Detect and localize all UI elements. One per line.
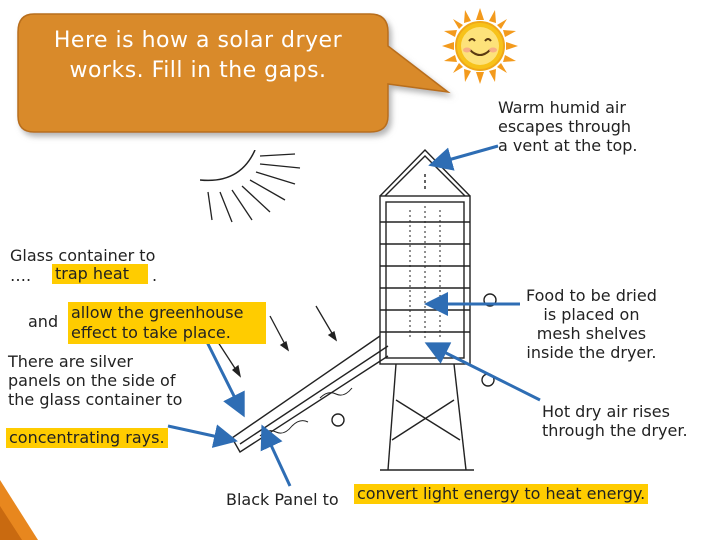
silver-answer-concentrating-rays: concentrating rays. — [6, 428, 168, 448]
label-black-panel: Black Panel to — [226, 490, 339, 509]
label-silver-panels: There are silver panels on the side of t… — [8, 352, 182, 409]
bubble-line-1: Here is how a solar dryer — [53, 28, 343, 53]
corner-decoration-icon — [0, 480, 38, 540]
silver-line-2: panels on the side of — [8, 371, 176, 390]
hot-air-line-1: Hot dry air rises — [542, 402, 670, 421]
label-food-shelves: Food to be dried is placed on mesh shelv… — [526, 286, 657, 362]
glass-answer-greenhouse: allow the greenhouse effect to take plac… — [68, 302, 266, 344]
label-warm-humid-air: Warm humid air escapes through a vent at… — [498, 98, 638, 155]
bubble-text: Here is how a solar dryer works. Fill in… — [28, 26, 368, 86]
arrow-silver — [167, 424, 238, 448]
bubble-line-2: works. Fill in the gaps. — [69, 58, 327, 83]
glass-answer-trap-heat: trap heat — [52, 264, 148, 284]
label-glass-container: Glass container to — [10, 246, 156, 265]
food-line-3: mesh shelves — [536, 324, 647, 343]
food-line-2: is placed on — [543, 305, 640, 324]
warm-air-line-3: a vent at the top. — [498, 136, 638, 155]
smiling-sun-icon — [442, 8, 518, 84]
sketched-sun-icon — [200, 150, 301, 223]
greenhouse-line-1: allow the greenhouse — [71, 303, 244, 322]
food-line-4: inside the dryer. — [526, 343, 657, 362]
food-line-1: Food to be dried — [526, 286, 657, 305]
arrow-black-panel — [260, 424, 292, 487]
hot-air-line-2: through the dryer. — [542, 421, 688, 440]
warm-air-line-2: escapes through — [498, 117, 632, 136]
silver-line-1: There are silver — [8, 352, 133, 371]
glass-and: and — [28, 312, 59, 331]
black-panel-answer: convert light energy to heat energy. — [354, 484, 649, 504]
glass-blank-dots: …. — [10, 266, 32, 285]
greenhouse-line-2: effect to take place. — [71, 323, 231, 342]
warm-air-line-1: Warm humid air — [498, 98, 626, 117]
arrow-hot-air — [424, 342, 541, 402]
label-hot-dry-air: Hot dry air rises through the dryer. — [542, 402, 688, 440]
silver-line-3: the glass container to — [8, 390, 183, 409]
arrow-vent — [428, 144, 499, 171]
glass-period: . — [152, 266, 158, 285]
